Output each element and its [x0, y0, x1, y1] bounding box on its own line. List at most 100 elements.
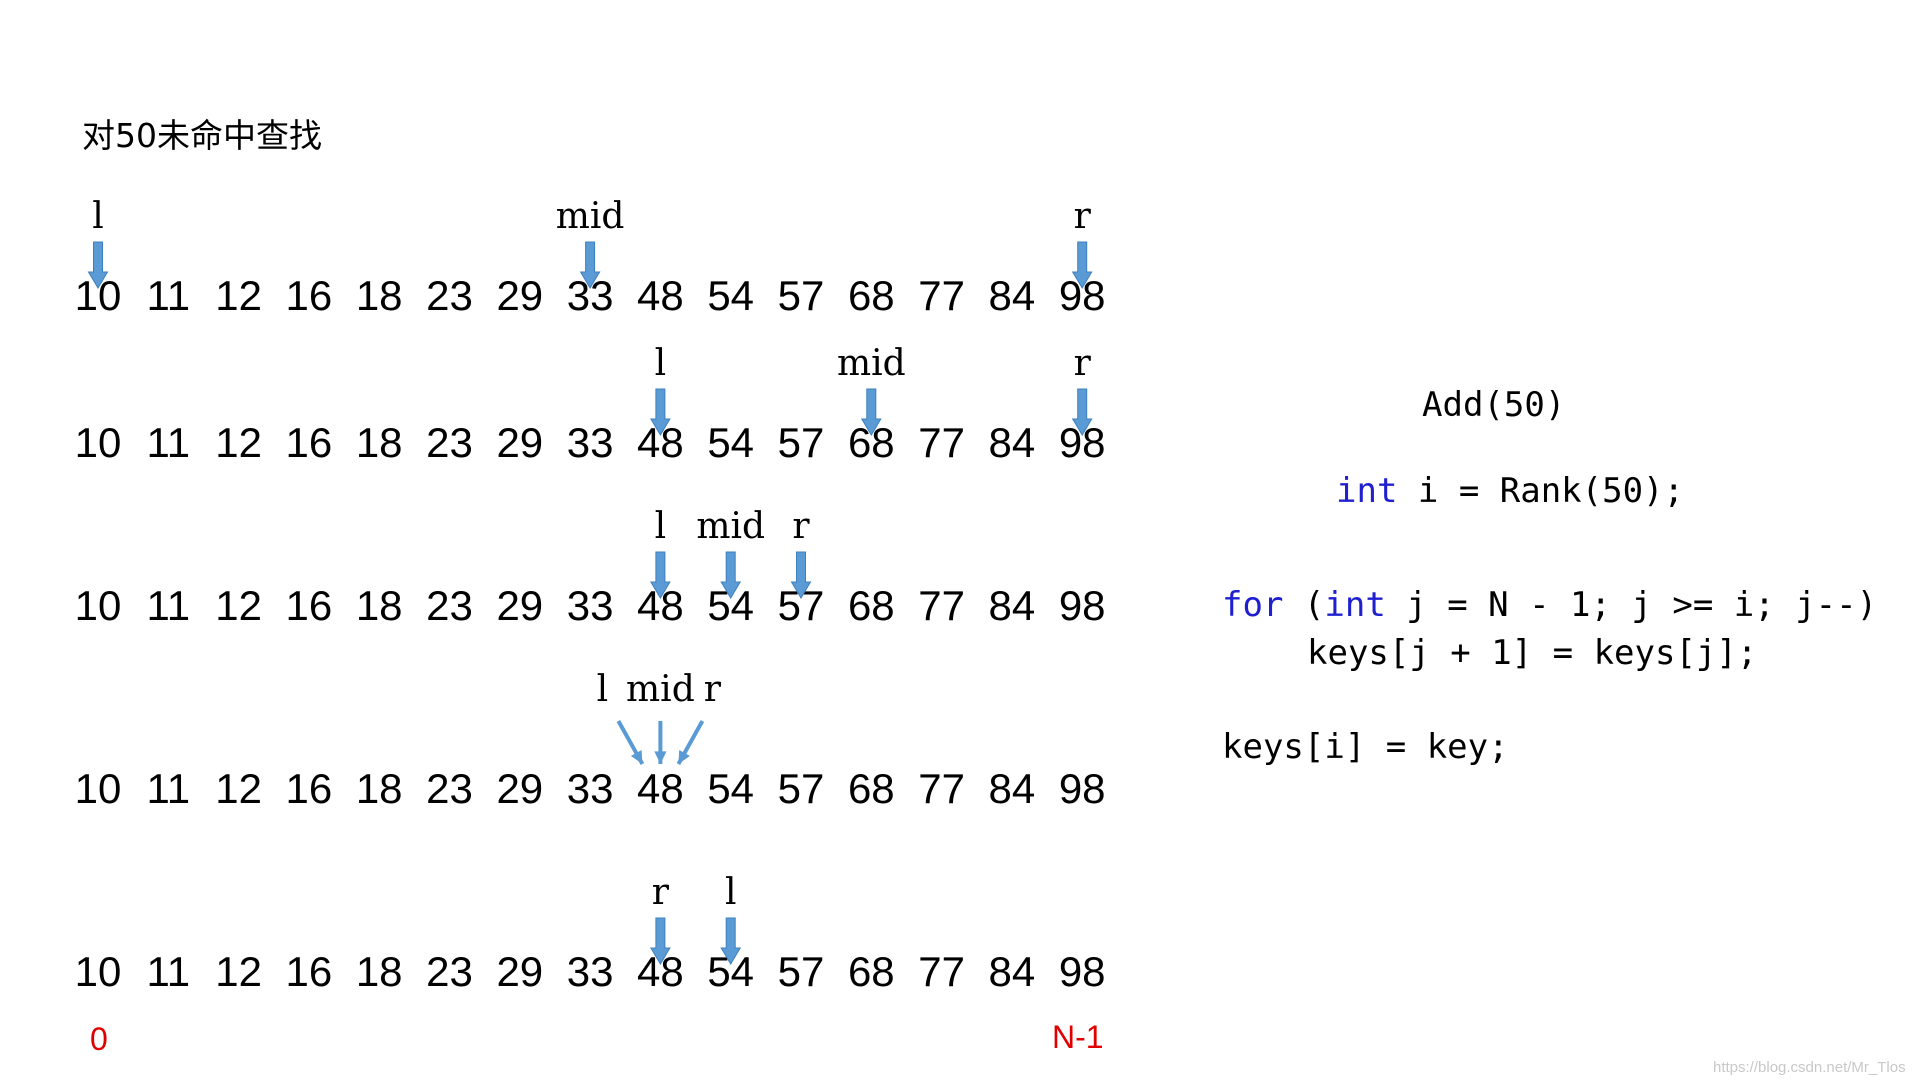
array-value: 98	[1059, 582, 1106, 629]
array-value: 16	[286, 765, 333, 812]
array-value: 48	[637, 765, 684, 812]
array-value: 16	[286, 948, 333, 995]
array-value: 68	[848, 582, 895, 629]
array-value: 18	[356, 948, 403, 995]
pointer-label-r: r	[1074, 343, 1092, 384]
array-value: 12	[215, 272, 262, 319]
pointer-arrowhead	[654, 751, 667, 764]
array-value: 23	[426, 765, 473, 812]
pointer-label-l: l	[655, 343, 667, 384]
array-value: 11	[146, 765, 190, 812]
code-block: Add(50) int i = Rank(50); for (int j = N…	[1222, 385, 1877, 767]
pointer-arrow	[650, 388, 671, 436]
array-value: 57	[778, 948, 825, 995]
array-value: 18	[356, 765, 403, 812]
pointer-label-r: r	[1074, 196, 1092, 237]
array-value: 77	[918, 272, 965, 319]
pointer-arrow	[650, 917, 671, 965]
code-keyword: for	[1222, 585, 1283, 625]
pointer-arrowhead	[678, 750, 690, 764]
array-value: 77	[918, 765, 965, 812]
pointer-label-r: r	[704, 669, 722, 710]
array-value: 16	[286, 272, 333, 319]
array-value: 11	[146, 419, 190, 466]
array-value: 98	[1059, 765, 1106, 812]
array-value: 23	[426, 272, 473, 319]
code-text: j = N - 1; j >= i; j--)	[1386, 585, 1877, 625]
array-value: 29	[496, 948, 543, 995]
pointer-arrow	[87, 241, 109, 289]
array-value: 33	[567, 582, 614, 629]
pointer-arrow	[790, 551, 812, 599]
array-value: 29	[496, 582, 543, 629]
array-value: 12	[215, 765, 262, 812]
array-value: 12	[215, 582, 262, 629]
array-value: 84	[989, 582, 1036, 629]
pointer-label-l: l	[725, 872, 737, 913]
array-value: 18	[356, 419, 403, 466]
pointer-label-mid: mid	[626, 669, 695, 710]
array-value: 84	[989, 948, 1036, 995]
array-value: 54	[707, 765, 754, 812]
pointer-arrow	[860, 388, 882, 436]
index-label-start: 0	[90, 1021, 108, 1057]
array-value: 10	[75, 419, 122, 466]
array-value: 68	[848, 765, 895, 812]
array-value: 77	[918, 582, 965, 629]
code-keyword: int	[1336, 471, 1397, 511]
array-value: 68	[848, 272, 895, 319]
array-value: 18	[356, 272, 403, 319]
pointer-arrowhead	[630, 750, 643, 764]
array-value: 33	[567, 765, 614, 812]
pointer-arrow	[720, 551, 742, 599]
code-text: i = Rank(50);	[1397, 471, 1684, 511]
pointer-label-r: r	[652, 872, 670, 913]
array-value: 12	[215, 948, 262, 995]
array-value: 18	[356, 582, 403, 629]
array-value: 77	[918, 948, 965, 995]
array-value: 12	[215, 419, 262, 466]
code-assign-line: keys[i] = key;	[1222, 727, 1509, 767]
array-value: 54	[707, 272, 754, 319]
code-body-line: keys[j + 1] = keys[j];	[1307, 633, 1757, 673]
pointer-label-r: r	[792, 506, 810, 547]
array-value: 29	[496, 765, 543, 812]
code-keyword: int	[1324, 585, 1385, 625]
array-value: 98	[1059, 948, 1106, 995]
pointer-label-mid: mid	[556, 196, 625, 237]
array-value: 57	[778, 419, 825, 466]
array-value: 84	[989, 765, 1036, 812]
array-value: 29	[496, 272, 543, 319]
array-value: 57	[778, 765, 825, 812]
pointer-label-l: l	[655, 506, 667, 547]
array-value: 68	[848, 948, 895, 995]
pointer-arrow	[720, 917, 742, 965]
pointer-label-l: l	[597, 669, 609, 710]
pointer-label-mid: mid	[837, 343, 906, 384]
array-value: 77	[918, 419, 965, 466]
pointer-label-l: l	[92, 196, 104, 237]
diagram-title: 对50未命中查找	[82, 116, 322, 155]
array-value: 23	[426, 948, 473, 995]
array-value: 33	[567, 419, 614, 466]
code-text: (	[1283, 585, 1324, 625]
array-value: 84	[989, 272, 1036, 319]
code-add-call: Add(50)	[1422, 385, 1565, 425]
array-value: 54	[707, 419, 754, 466]
watermark: https://blog.csdn.net/Mr_Tlos	[1713, 1059, 1906, 1076]
array-value: 11	[146, 582, 190, 629]
array-value: 10	[75, 948, 122, 995]
array-value: 10	[75, 765, 122, 812]
pointer-arrow	[1071, 241, 1093, 289]
array-value: 84	[989, 419, 1036, 466]
array-value: 57	[778, 272, 825, 319]
code-rank-line: int i = Rank(50);	[1336, 471, 1684, 511]
array-value: 33	[567, 948, 614, 995]
